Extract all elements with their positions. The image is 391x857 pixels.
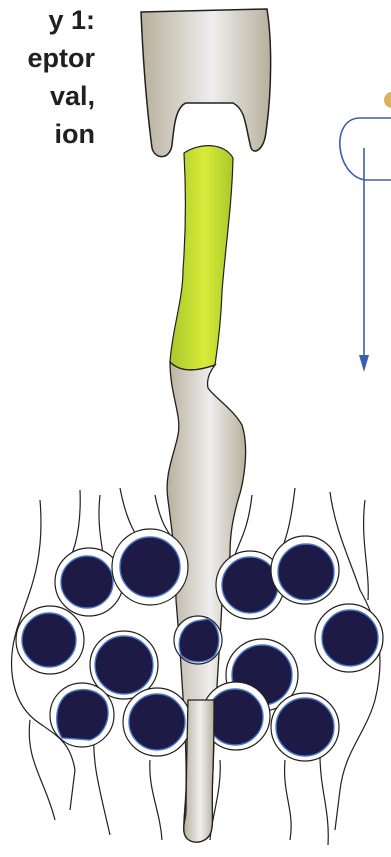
soma-5 (16, 606, 84, 674)
adjacent-cell (340, 92, 391, 372)
soma-4 (271, 536, 339, 604)
soma-9 (315, 604, 383, 672)
outer-cap (141, 9, 271, 157)
adjacent-cell-outline (340, 118, 391, 180)
soma-13 (271, 693, 339, 761)
soma-7 (174, 616, 222, 664)
soma-10 (50, 683, 114, 747)
green-segment (170, 146, 233, 370)
accent-dot (384, 92, 391, 108)
soma-11 (123, 688, 191, 756)
soma-2 (112, 529, 188, 605)
stem-foreground (184, 700, 214, 842)
